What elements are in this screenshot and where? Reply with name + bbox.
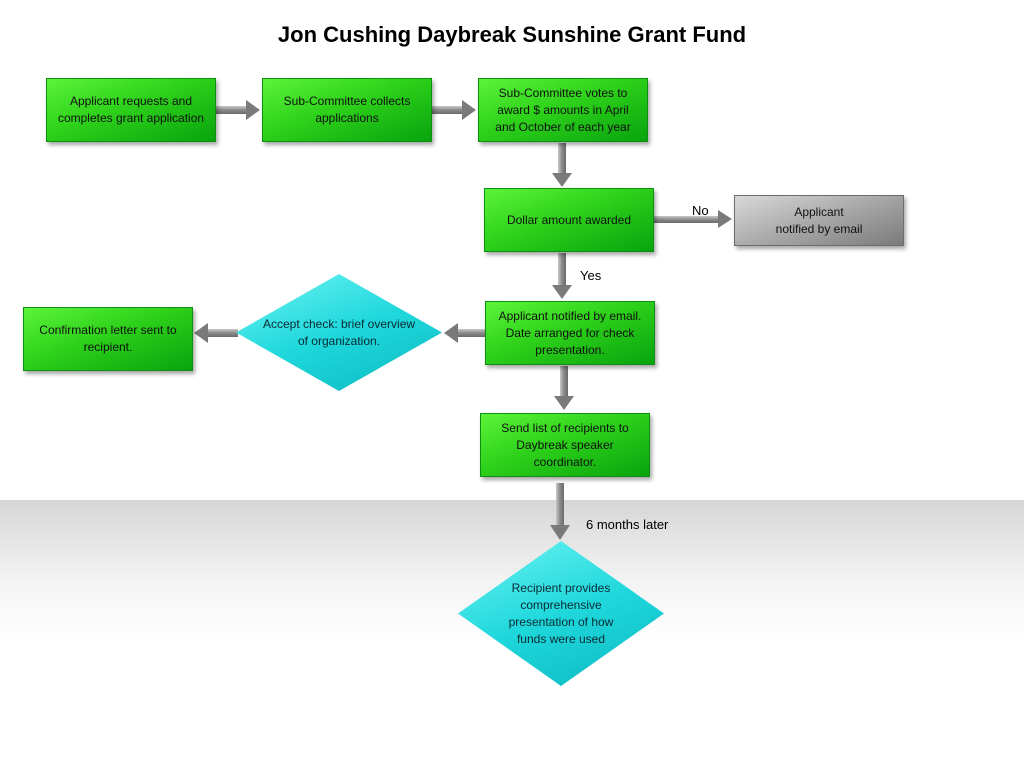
node-confirmation-letter-text: Confirmation letter sent to recipient. (39, 323, 177, 354)
arrow-accept-check-to-confirmation (194, 323, 238, 343)
node-applicant-notified-no-text: Applicant notified by email (775, 204, 863, 236)
arrow-notified-to-send-list (554, 366, 574, 410)
node-subcommittee-collects-text: Sub-Committee collects applications (283, 94, 411, 125)
node-dollar-amount-awarded-text: Dollar amount awarded (506, 212, 632, 227)
label-six-months-later: 6 months later (586, 517, 669, 532)
node-send-recipient-list-text: Send list of recipients to Daybreak spea… (501, 420, 629, 469)
node-accept-check-text: Accept check: brief overview of organiza… (262, 316, 416, 348)
node-send-recipient-list: Send list of recipients to Daybreak spea… (480, 413, 650, 477)
node-applicant-notified-no: Applicant notified by email (734, 195, 904, 246)
node-confirmation-letter: Confirmation letter sent to recipient. (23, 307, 193, 371)
label-yes: Yes (580, 268, 602, 283)
node-subcommittee-votes: Sub-Committee votes to award $ amounts i… (478, 78, 648, 142)
arrow-awarded-to-notified-yes (552, 253, 572, 299)
diagram-title: Jon Cushing Daybreak Sunshine Grant Fund (277, 22, 747, 47)
arrow-votes-to-awarded (552, 143, 572, 187)
node-subcommittee-votes-text: Sub-Committee votes to award $ amounts i… (495, 85, 631, 134)
node-subcommittee-collects: Sub-Committee collects applications (262, 78, 432, 142)
node-applicant-notified-yes-text: Applicant notified by email. Date arrang… (498, 308, 642, 357)
node-applicant-request-text: Applicant requests and completes grant a… (57, 94, 205, 125)
node-applicant-notified-yes: Applicant notified by email. Date arrang… (485, 301, 655, 365)
node-dollar-amount-awarded: Dollar amount awarded (484, 188, 654, 252)
arrow-awarded-to-notified-no (654, 210, 732, 228)
label-no: No (692, 203, 709, 218)
arrow-send-list-to-presentation (550, 483, 570, 540)
arrow-notified-to-accept-check (444, 323, 486, 343)
node-recipient-presentation-text: Recipient provides comprehensive present… (508, 580, 614, 646)
arrow-request-to-collect (216, 100, 260, 120)
arrow-collect-to-votes (432, 100, 476, 120)
node-applicant-request: Applicant requests and completes grant a… (46, 78, 216, 142)
